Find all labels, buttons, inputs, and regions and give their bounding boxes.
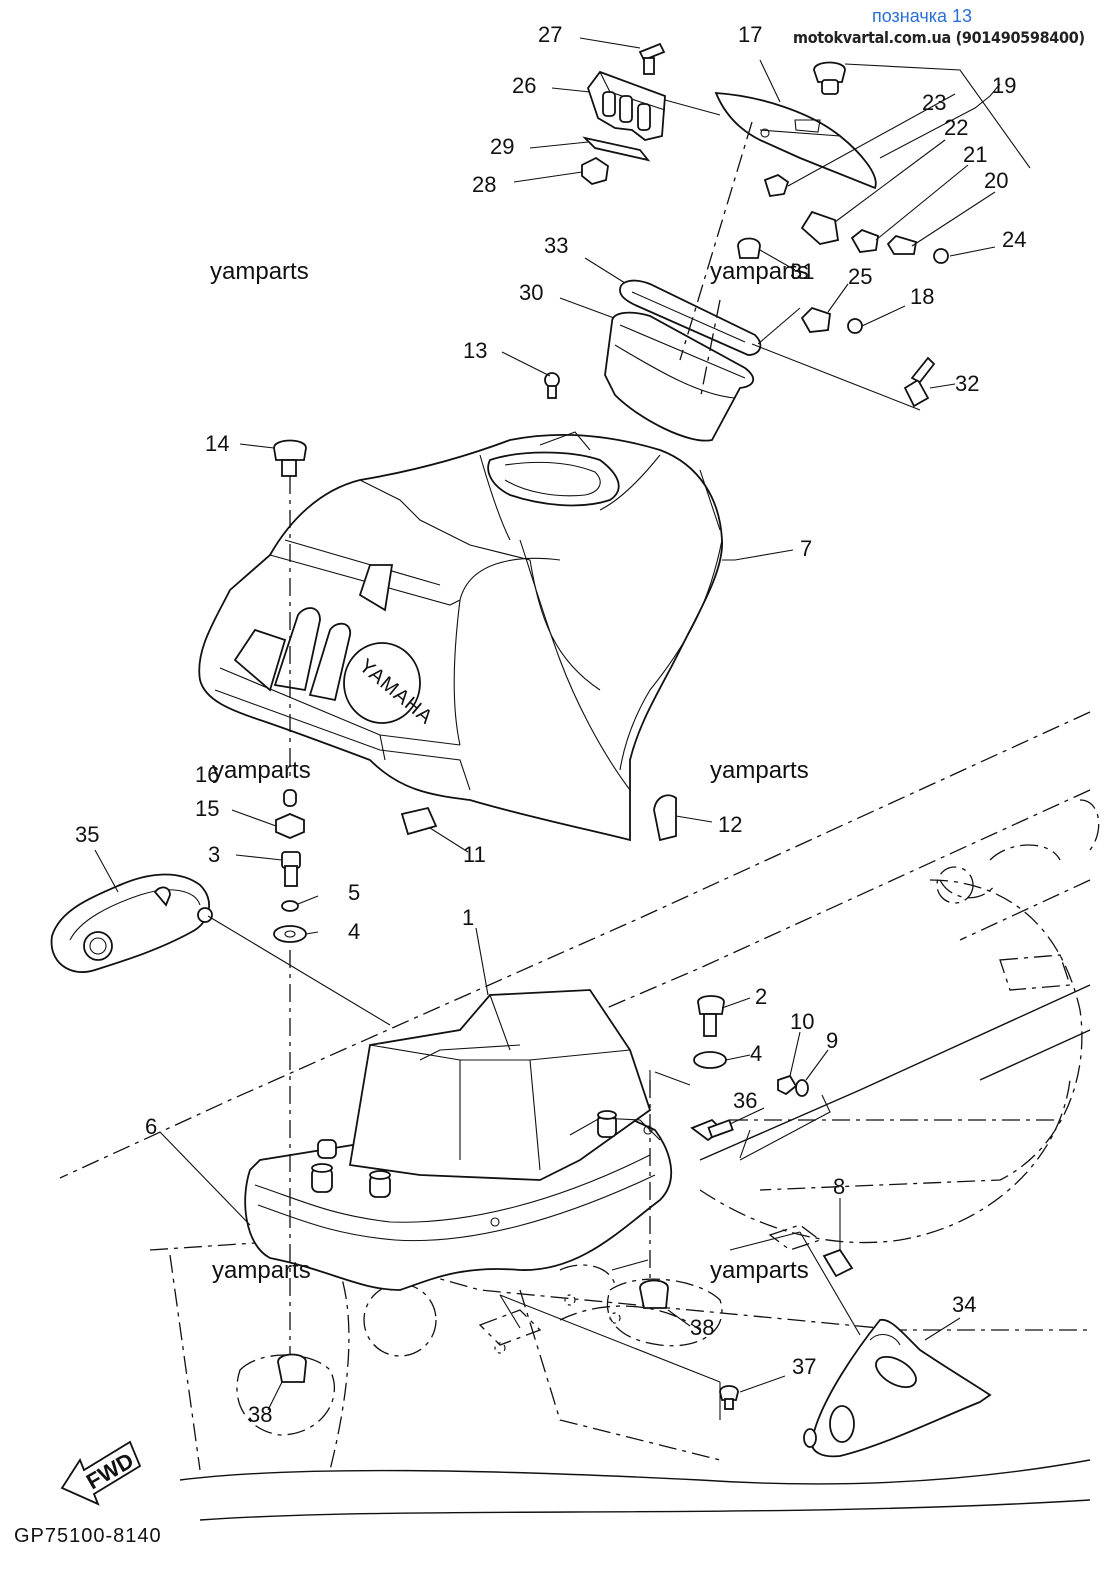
- part-label: 2: [755, 984, 767, 1009]
- part-label: 38: [690, 1315, 714, 1340]
- part-label: 22: [944, 115, 968, 140]
- watermark: yamparts: [710, 1257, 809, 1284]
- part-label: 21: [963, 142, 987, 167]
- header-site: motokvartal.com.ua (901490598400): [793, 28, 1085, 47]
- part-label: 4: [750, 1041, 762, 1066]
- part-11-pad: [400, 806, 438, 836]
- part-label: 8: [833, 1174, 845, 1199]
- watermark: yamparts: [710, 757, 809, 784]
- right-fasteners: [277, 995, 854, 1410]
- part-label: 28: [472, 172, 496, 197]
- part-label: 20: [984, 168, 1008, 193]
- part-label: 32: [955, 371, 979, 396]
- watermark: yamparts: [210, 258, 309, 285]
- part-label: 37: [792, 1354, 816, 1379]
- part-label: 19: [992, 73, 1016, 98]
- header-title: позначка 13: [872, 6, 973, 26]
- part-label: 11: [463, 842, 486, 867]
- watermark: yamparts: [212, 1257, 311, 1284]
- part-12-pad: [653, 794, 677, 842]
- part-label: 16: [195, 762, 219, 787]
- part-label: 18: [910, 284, 934, 309]
- part-label: 31: [790, 259, 814, 284]
- part-label: 36: [733, 1088, 757, 1113]
- part-label: 12: [718, 812, 742, 837]
- assembly-lines: [207, 99, 921, 1420]
- part-label: 7: [800, 536, 812, 561]
- part-label: 30: [519, 280, 543, 305]
- part-label: 17: [738, 22, 762, 47]
- main-cover: YAMAHA: [198, 431, 723, 842]
- part-label: 25: [848, 264, 872, 289]
- part-label: 34: [952, 1292, 976, 1317]
- part-label: 23: [922, 90, 946, 115]
- part-label: 9: [826, 1028, 838, 1053]
- drawing-code: GP75100-8140: [14, 1525, 162, 1547]
- fwd-arrow: FWD: [60, 1440, 142, 1506]
- part-label: 10: [790, 1009, 814, 1034]
- storage-box: [244, 989, 673, 1291]
- part-label: 4: [348, 919, 360, 944]
- part-label: 26: [512, 73, 536, 98]
- watermark: yamparts: [212, 757, 311, 784]
- part-label: 24: [1002, 227, 1026, 252]
- part-34-vent: [803, 1318, 992, 1458]
- part-label: 3: [208, 842, 220, 867]
- part-label: 29: [490, 134, 514, 159]
- part-labels: 27 26 29 28 17 19 23 22 21 20 24 31 25 1…: [75, 22, 1026, 1427]
- part-label: 15: [195, 796, 219, 821]
- part-label: 13: [463, 338, 487, 363]
- part-35-vent: [50, 873, 213, 973]
- left-fasteners: [273, 439, 307, 943]
- part-label: 27: [538, 22, 562, 47]
- part-label: 38: [248, 1402, 272, 1427]
- part-label: 33: [544, 233, 568, 258]
- part-label: 14: [205, 431, 229, 456]
- part-label: 1: [462, 905, 474, 930]
- part-label: 6: [145, 1114, 157, 1139]
- part-label: 5: [348, 880, 360, 905]
- watermark: yamparts: [710, 258, 809, 285]
- top-assembly: [544, 42, 949, 442]
- leader-lines: [94, 37, 1031, 1411]
- part-label: 35: [75, 822, 99, 847]
